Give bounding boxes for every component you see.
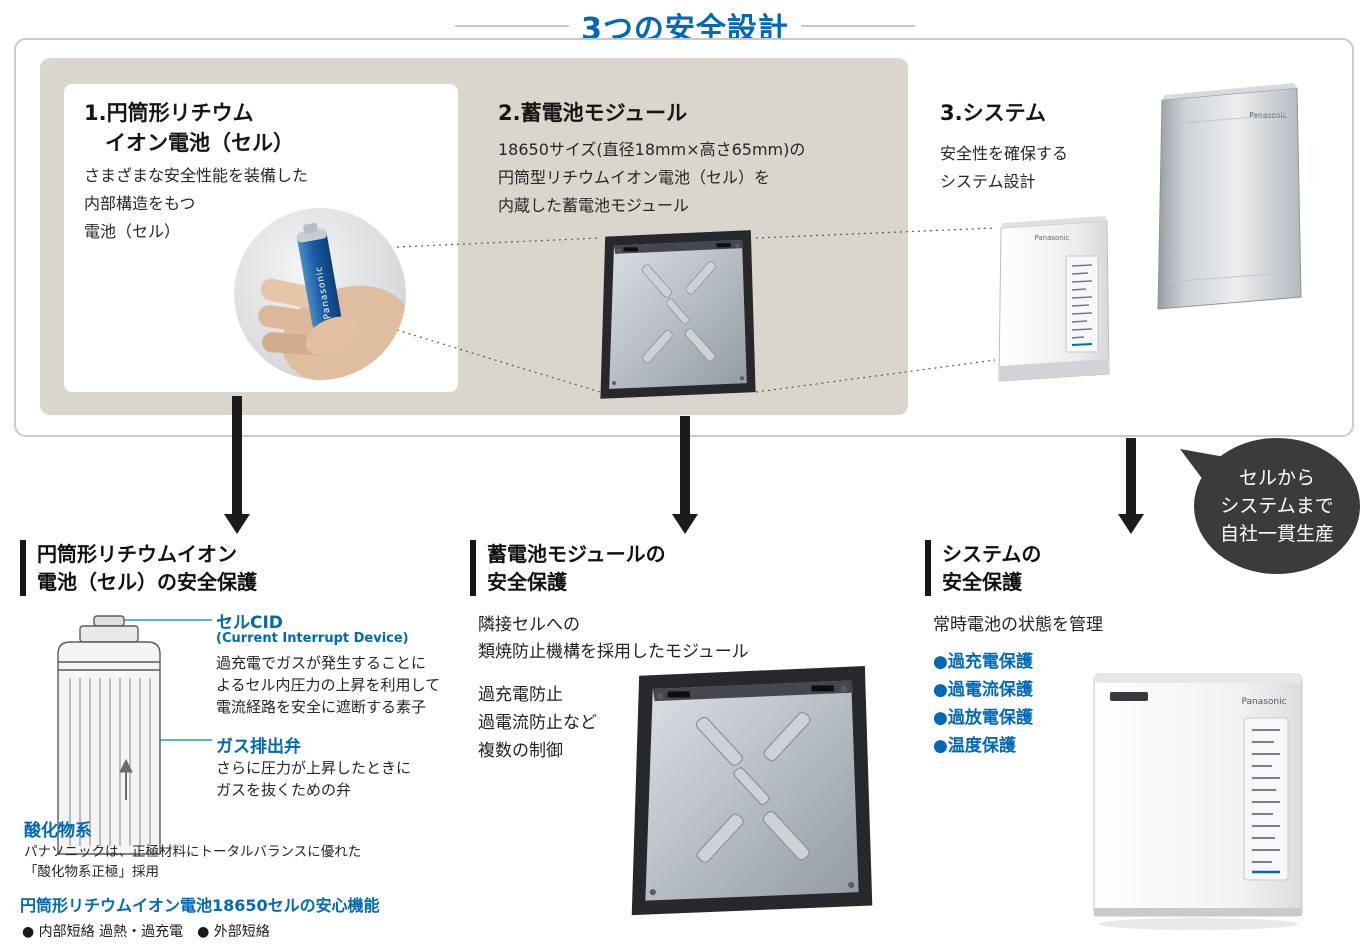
cabinet-brand-text: Panasonic (1034, 234, 1069, 242)
bubble-line-3: 自社一貫生産 (1219, 523, 1334, 545)
cell-section-heading: 1.円筒形リチウム イオン電池（セル） (84, 101, 294, 155)
title-rule-left (455, 25, 570, 27)
storage-cabinet-small-image: Panasonic (998, 216, 1110, 382)
system-section-desc: 安全性を確保する システム設計 (940, 144, 1069, 191)
cell-safety-heading: 円筒形リチウムイオン 電池（セル）の安全保護 (20, 540, 257, 596)
system-safety-heading: システムの 安全保護 (925, 540, 1041, 596)
cabinet-brand-text: Panasonic (1241, 697, 1286, 707)
module-safety-point-2: 過電流防止など (478, 713, 597, 733)
down-arrow-cell (224, 396, 250, 534)
down-arrow-system (1118, 438, 1144, 534)
cell-cutaway-diagram (57, 615, 212, 855)
module-safety-point-1: 過充電防止 (478, 685, 563, 705)
down-arrow-module (672, 416, 698, 534)
cell-safety-footer-items: ● 内部短絡 過熱・過充電 ● 外部短絡 (22, 924, 270, 940)
module-section-desc: 18650サイズ(直径18mm×高さ65mm)の 円筒型リチウムイオン電池（セル… (498, 140, 806, 215)
oxide-label: 酸化物系 (24, 821, 92, 841)
cid-desc: 過充電でガスが発生することに よるセル内圧力の上昇を利用して 電流経路を安全に遮… (216, 654, 441, 716)
bubble-line-1: セルから (1238, 467, 1315, 489)
module-safety-heading: 蓄電池モジュールの 安全保護 (470, 540, 666, 596)
battery-hand-photo: Panasonic (234, 208, 406, 380)
oxide-desc: パナソニックは、正極材料にトータルバランスに優れた 「酸化物系正極」採用 (24, 844, 362, 880)
battery-module-image (600, 230, 756, 399)
protection-item: ●過充電保護 (933, 652, 1033, 672)
cell-section-desc: さまざまな安全性能を装備した 内部構造をもつ 電池（セル） (84, 166, 309, 241)
cell-safety-footer-title: 円筒形リチウムイオン電池18650セルの安心機能 (20, 896, 380, 915)
gas-valve-label: ガス排出弁 (216, 737, 301, 757)
protection-item: ●温度保護 (933, 736, 1016, 756)
bubble-line-2: システムまで (1220, 495, 1334, 517)
module-safety-point-3: 複数の制御 (478, 741, 563, 761)
system-safety-desc: 常時電池の状態を管理 (933, 615, 1103, 635)
system-section-heading: 3.システム (940, 101, 1046, 125)
system-cabinet-image: Panasonic (1093, 673, 1303, 930)
battery-module-image-large (631, 666, 873, 916)
protection-item: ●過電流保護 (933, 680, 1033, 700)
system-safety-list: ●過充電保護 ●過電流保護 ●過放電保護 ●温度保護 (933, 648, 1033, 760)
module-section-heading: 2.蓄電池モジュール (498, 101, 688, 125)
system-cabinet-large-image: Panasonic (1157, 83, 1302, 310)
title-rule-right (800, 25, 915, 27)
cid-sublabel: (Current Interrupt Device) (216, 631, 409, 646)
cylindrical-battery-image: Panasonic (296, 222, 342, 330)
module-safety-desc: 隣接セルへの 類焼防止機構を採用したモジュール (478, 615, 749, 662)
gas-valve-desc: さらに圧力が上昇したときに ガスを抜くための弁 (216, 759, 412, 799)
protection-item: ●過放電保護 (933, 708, 1033, 728)
cid-label: セルCID (216, 613, 283, 633)
speech-bubble: セルから システムまで 自社一貫生産 (1194, 438, 1360, 574)
